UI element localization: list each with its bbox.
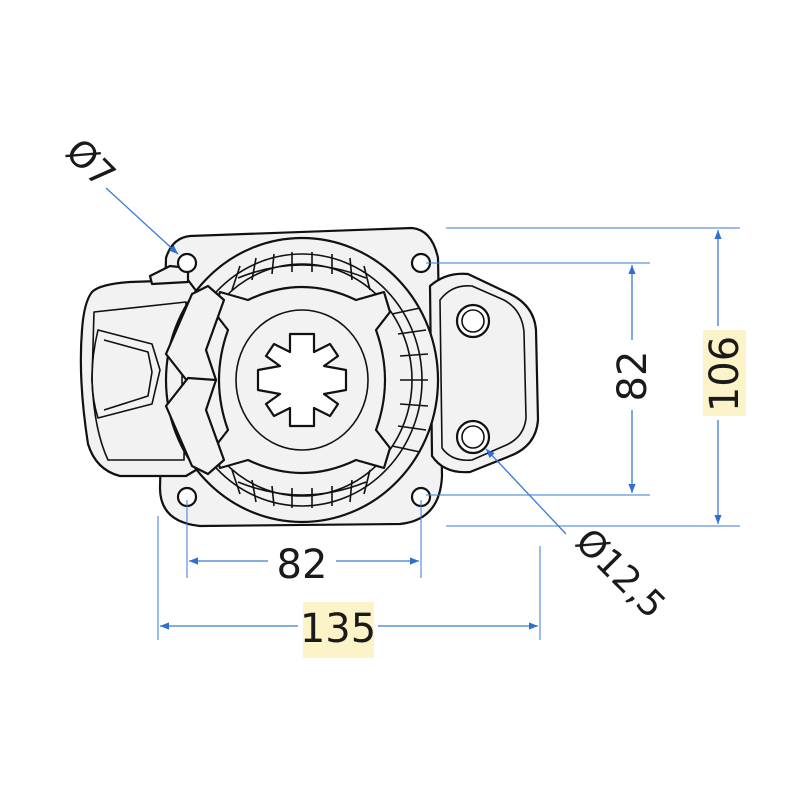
dim-overall-height: 106 [702, 230, 748, 524]
ribs-bottom [231, 469, 371, 508]
dim-label-hole-spacing-horizontal: 82 [277, 542, 328, 588]
dim-hole-spacing-horizontal: 82 [189, 542, 419, 588]
dim-hole-spacing-vertical: 82 [610, 265, 656, 493]
hole-large-top-inner [461, 309, 485, 333]
ribs-right [391, 307, 429, 453]
dim-overall-width: 135 [160, 602, 538, 658]
dim-label-hole-spacing-vertical: 82 [610, 351, 656, 402]
dim-label-overall-height: 106 [702, 336, 748, 412]
dim-label-overall-width: 135 [300, 606, 376, 652]
highlight-overall-height [703, 330, 746, 416]
hole-small-top-left [176, 252, 198, 274]
highlight-overall-width [303, 602, 374, 658]
ribs-top [231, 252, 371, 291]
star-hub [256, 332, 348, 428]
extension-lines [157, 227, 740, 640]
right-lobe-inner [439, 284, 527, 462]
leader-small-hole: Ø7 [58, 131, 179, 255]
leader-large-hole: Ø12,5 [485, 448, 673, 627]
latch-arm-bottom [164, 376, 226, 476]
cam-grip-line [103, 339, 153, 411]
cam-tab [148, 264, 190, 286]
hole-large-bottom-inner [461, 425, 485, 449]
part-outline [79, 226, 540, 528]
cam-handle [79, 278, 202, 478]
hub-ring [235, 309, 369, 451]
dim-label-large-hole: Ø12,5 [567, 521, 673, 627]
dim-label-small-hole: Ø7 [58, 131, 123, 196]
cam-grip [91, 329, 161, 419]
